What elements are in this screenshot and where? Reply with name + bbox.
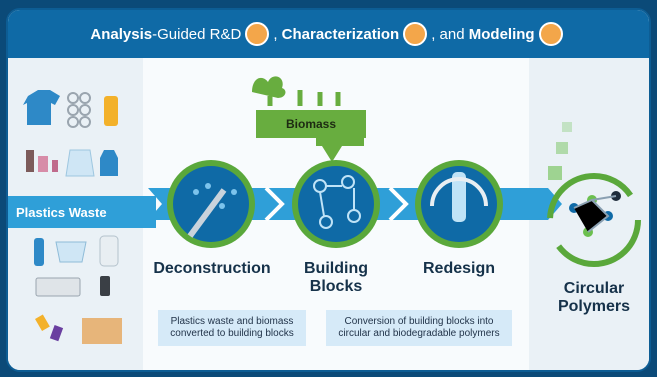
stage-building-line1: Building — [304, 260, 368, 277]
plastics-waste-label: Plastics Waste — [8, 196, 156, 228]
zipper-icon — [187, 188, 227, 238]
infographic-panel: Analysis-Guided R&D , Characterization ,… — [6, 8, 651, 372]
circular-polymers-graphic — [547, 122, 641, 267]
waste-items — [23, 90, 122, 344]
description-2-line1: Conversion of building blocks into — [344, 316, 494, 327]
header-sep1: , — [273, 25, 278, 43]
box-icon — [82, 318, 122, 344]
modeling-icon — [538, 22, 563, 46]
cleaner-bottle-icon — [100, 150, 118, 176]
arrow-chevron-2 — [388, 186, 409, 222]
biomass-graphic — [252, 76, 364, 162]
bag-icon — [65, 149, 95, 177]
description-2-line2: circular and biodegradable polymers — [338, 328, 500, 339]
polymer-molecule-icon — [569, 191, 621, 237]
header-analysis: Analysis — [90, 25, 153, 43]
cosmetics-icons — [26, 150, 58, 172]
header-sep2: , and — [431, 25, 465, 43]
description-box-2: Conversion of building blocks into circu… — [326, 310, 512, 346]
circular-polymers-line1: Circular — [563, 280, 625, 297]
stage-redesign-circle — [415, 160, 503, 248]
stage-building-blocks-label: Building Blocks — [290, 260, 382, 296]
diagram-graphics — [23, 76, 641, 344]
phone-icon — [100, 276, 110, 296]
description-1-line2: converted to building blocks — [170, 328, 294, 339]
stage-building-line2: Blocks — [309, 278, 363, 295]
recycle-arrows-icon — [430, 177, 488, 207]
bottle-icon — [452, 172, 466, 222]
stage-redesign-label: Redesign — [422, 260, 495, 277]
keyboard-icon — [35, 277, 81, 297]
header-banner: Analysis-Guided R&D , Characterization ,… — [8, 10, 649, 58]
description-box-1: Plastics waste and biomass converted to … — [158, 310, 306, 346]
tshirt-icon — [23, 90, 60, 125]
fading-squares — [548, 122, 572, 180]
circular-polymers-line2: Polymers — [557, 298, 631, 315]
detergent-bottle-icon — [104, 96, 118, 126]
rings-icon — [67, 92, 91, 128]
header-characterization: Characterization — [281, 25, 400, 43]
molecule-icon — [313, 175, 361, 229]
circular-polymers-label: Circular Polymers — [544, 280, 644, 316]
pieces-icon — [35, 314, 64, 342]
stage-deconstruction-circle — [167, 160, 255, 248]
stage-deconstruction-label: Deconstruction — [153, 260, 271, 277]
jug-icon — [99, 235, 119, 267]
water-bottle-icon — [34, 238, 44, 266]
arrow-chevron-1 — [264, 186, 285, 222]
analysis-icon — [245, 22, 270, 46]
container-icon — [55, 241, 87, 263]
characterization-icon — [403, 22, 428, 46]
description-1-line1: Plastics waste and biomass — [170, 316, 294, 327]
stage-building-blocks-circle — [292, 160, 380, 248]
header-rd: -Guided R&D — [152, 25, 242, 43]
biomass-label: Biomass — [256, 110, 366, 138]
header-modeling: Modeling — [468, 25, 535, 43]
tree-icon — [252, 76, 286, 98]
